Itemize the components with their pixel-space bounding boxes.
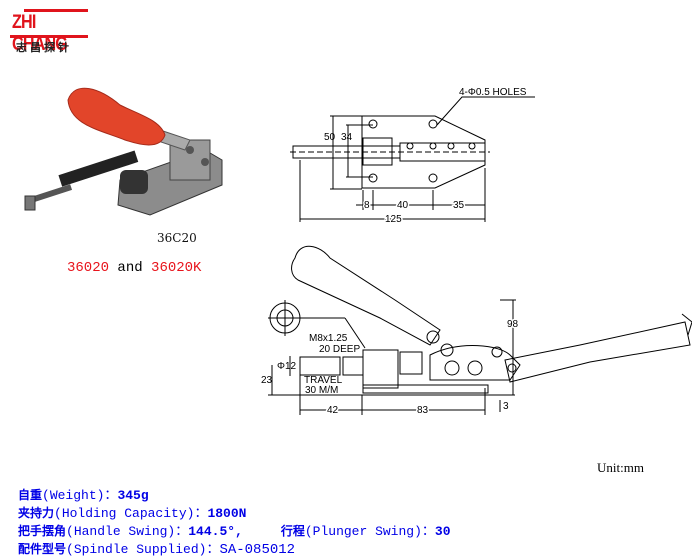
travel-value: 30 M/M bbox=[305, 385, 338, 396]
model-b: 36020K bbox=[151, 260, 202, 276]
spec-handle-swing: 把手摆角(Handle Swing)：144.5°, 行程(Plunger Swi… bbox=[18, 520, 451, 539]
mounting-holes bbox=[368, 119, 476, 183]
spec-en-plunger: (Plunger Swing)： bbox=[304, 524, 435, 539]
dim-83: 83 bbox=[417, 405, 429, 416]
spec-en: (Spindle Supplied)： bbox=[66, 542, 220, 557]
side-view-drawing bbox=[268, 245, 692, 415]
spec-cn-plunger: 行程 bbox=[280, 524, 305, 538]
dim-35: 35 bbox=[453, 200, 465, 211]
spec-en: (Holding Capacity)： bbox=[54, 506, 208, 521]
dim-40: 40 bbox=[397, 200, 409, 211]
spec-value: 144.5°, bbox=[188, 524, 243, 539]
dim-42: 42 bbox=[327, 405, 339, 416]
unit-label: Unit:mm bbox=[597, 460, 644, 475]
spec-value: 1800N bbox=[207, 506, 247, 521]
spec-cn: 自重 bbox=[18, 488, 43, 502]
logo-chinese: 志昌探针 bbox=[16, 41, 72, 54]
spec-cn: 配件型号 bbox=[18, 542, 67, 556]
spec-spindle: 配件型号(Spindle Supplied)：SA-085012 bbox=[18, 538, 295, 558]
spec-en: (Handle Swing)： bbox=[66, 524, 189, 539]
spec-value-plunger: 30 bbox=[434, 524, 451, 539]
depth-label: 20 DEEP bbox=[319, 344, 360, 355]
dia-label: Φ12 bbox=[277, 361, 297, 372]
top-view-drawing bbox=[290, 96, 535, 222]
logo-bar bbox=[24, 9, 88, 12]
travel-label: TRAVEL bbox=[304, 375, 343, 386]
holes-label: 4-Φ0.5 HOLES bbox=[459, 87, 527, 98]
dim-125: 125 bbox=[385, 214, 402, 225]
dim-8: 8 bbox=[364, 200, 370, 211]
thread-label: M8x1.25 bbox=[309, 333, 348, 344]
dim-34: 34 bbox=[341, 132, 353, 143]
spec-en: (Weight)： bbox=[42, 488, 118, 503]
dim-3: 3 bbox=[503, 401, 509, 412]
spec-value: SA-085012 bbox=[219, 542, 296, 558]
model-a: 36020 bbox=[67, 260, 110, 276]
spec-weight: 自重(Weight)：345g bbox=[18, 484, 149, 503]
product-photo bbox=[24, 87, 223, 216]
photo-caption: 36C20 bbox=[157, 231, 197, 245]
logo-underline bbox=[10, 35, 88, 38]
company-logo: ZHI CHANG 志昌探针 bbox=[8, 6, 90, 56]
spec-cn: 夹持力 bbox=[18, 506, 55, 520]
dim-98: 98 bbox=[507, 319, 519, 330]
model-and: and bbox=[117, 260, 143, 276]
spec-value: 345g bbox=[117, 488, 149, 503]
dim-23: 23 bbox=[261, 375, 273, 386]
spec-cn: 把手摆角 bbox=[18, 524, 67, 538]
logo-brand: ZHI CHANG bbox=[12, 12, 68, 55]
model-line: 36020 and 36020K bbox=[67, 260, 201, 276]
spec-holding-capacity: 夹持力(Holding Capacity)：1800N bbox=[18, 502, 246, 521]
dim-50: 50 bbox=[324, 132, 336, 143]
